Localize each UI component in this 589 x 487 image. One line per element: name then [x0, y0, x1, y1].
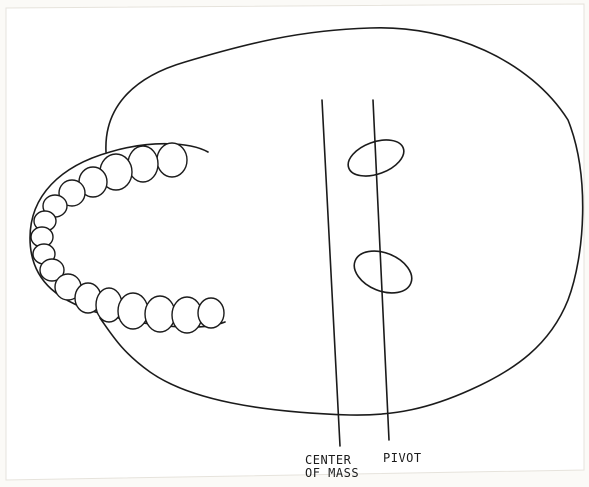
tooth: [198, 298, 224, 328]
paper-sheet: [6, 4, 584, 480]
tooth: [157, 143, 187, 177]
center-of-mass-label: CENTER OF MASS: [305, 454, 359, 480]
tooth: [145, 296, 175, 332]
tooth: [118, 293, 148, 329]
pivot-label: PIVOT: [383, 452, 422, 465]
tooth: [128, 146, 158, 182]
